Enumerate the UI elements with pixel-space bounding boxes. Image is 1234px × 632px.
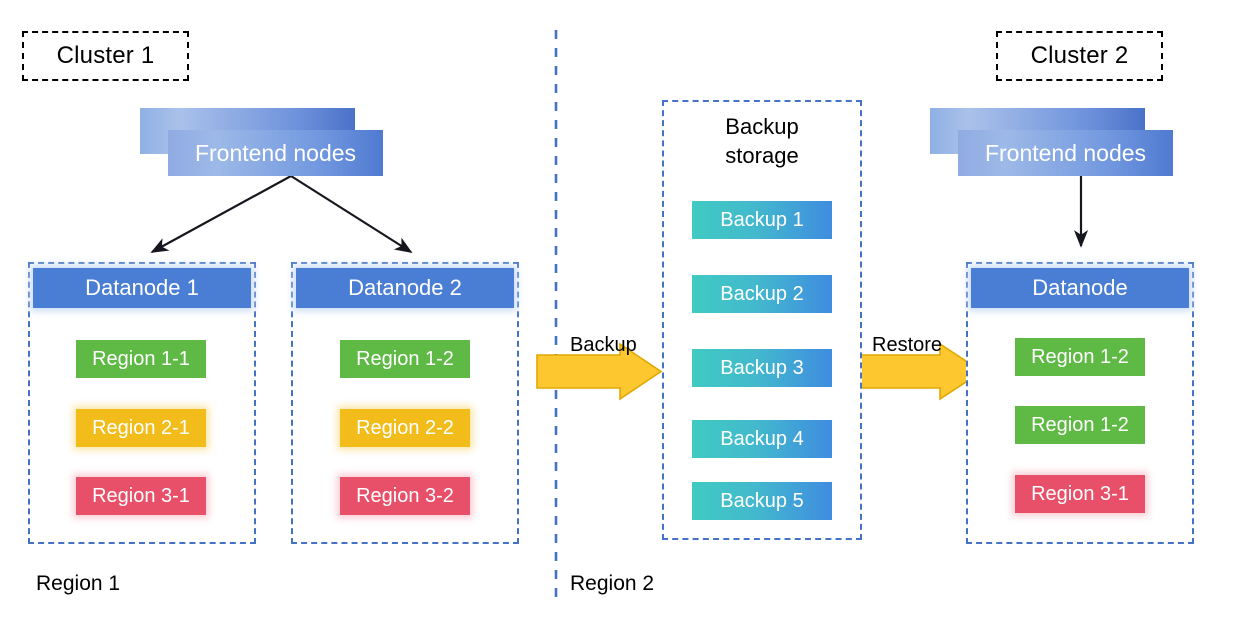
region-label-1-text: Region 1 <box>36 572 121 595</box>
frontend-nodes-card-1-label: Frontend nodes <box>194 139 357 166</box>
datanode-1-region-chip-1: Region 1-1 <box>76 340 206 378</box>
datanode-2-region-chip-2: Region 2-2 <box>340 409 470 447</box>
datanode-1-region-chip-2: Region 2-1 <box>76 409 206 447</box>
backup-storage-title-line-1: Backup <box>725 114 799 139</box>
region-label-2: Region 2 <box>570 572 654 596</box>
datanode-2-region-chip-3: Region 3-2 <box>340 477 470 515</box>
datanode-2-region-chip-3-label: Region 3-2 <box>356 484 454 507</box>
backup-item-2-label: Backup 2 <box>720 282 804 305</box>
backup-flow-label: Backup <box>570 334 637 357</box>
datanode-1-header: Datanode 1 <box>33 268 251 308</box>
cluster-label-2-text: Cluster 2 <box>1030 42 1129 69</box>
datanode-3-header-label: Datanode <box>1032 275 1128 300</box>
datanode-1-header-label: Datanode 1 <box>85 275 199 300</box>
backup-item-2: Backup 2 <box>692 275 832 313</box>
datanode-3-region-chip-3: Region 3-1 <box>1015 475 1145 513</box>
backup-storage-title: Backup storage <box>662 112 862 170</box>
backup-item-1-label: Backup 1 <box>720 208 804 231</box>
datanode-2-region-chip-2-label: Region 2-2 <box>356 416 454 439</box>
datanode-1-region-chip-3: Region 3-1 <box>76 477 206 515</box>
frontend-nodes-card-1: Frontend nodes <box>140 108 390 178</box>
datanode-2-region-chip-1: Region 1-2 <box>340 340 470 378</box>
datanode-2-header-label: Datanode 2 <box>348 275 462 300</box>
backup-item-4: Backup 4 <box>692 420 832 458</box>
backup-flow-label-text: Backup <box>570 334 637 356</box>
connector-frontend-to-datanode-2 <box>290 175 413 253</box>
datanode-3-header: Datanode <box>971 268 1189 308</box>
datanode-2-header: Datanode 2 <box>296 268 514 308</box>
backup-item-3-label: Backup 3 <box>720 356 804 379</box>
datanode-3-region-chip-1: Region 1-2 <box>1015 338 1145 376</box>
backup-item-4-label: Backup 4 <box>720 427 804 450</box>
frontend-nodes-card-2-front-layer: Frontend nodes <box>958 130 1173 176</box>
cluster-label-2: Cluster 2 <box>996 31 1163 81</box>
datanode-3-region-chip-1-label: Region 1-2 <box>1031 345 1129 368</box>
datanode-1-region-chip-3-label: Region 3-1 <box>92 484 190 507</box>
backup-storage-container <box>662 100 862 540</box>
connector-frontend-to-datanode-1 <box>150 175 292 253</box>
backup-item-5: Backup 5 <box>692 482 832 520</box>
datanode-1-region-chip-2-label: Region 2-1 <box>92 416 190 439</box>
backup-item-3: Backup 3 <box>692 349 832 387</box>
backup-item-1: Backup 1 <box>692 201 832 239</box>
backup-item-5-label: Backup 5 <box>720 489 804 512</box>
frontend-nodes-card-2: Frontend nodes <box>930 108 1180 178</box>
cluster-label-1-text: Cluster 1 <box>56 42 155 69</box>
datanode-2-region-chip-1-label: Region 1-2 <box>356 347 454 370</box>
frontend-nodes-card-2-label: Frontend nodes <box>984 139 1147 166</box>
datanode-3-region-chip-2-label: Region 1-2 <box>1031 413 1129 436</box>
restore-flow-label-text: Restore <box>872 334 943 356</box>
restore-flow-label: Restore <box>872 334 942 357</box>
cluster-label-1: Cluster 1 <box>22 31 189 81</box>
region-label-1: Region 1 <box>36 572 120 596</box>
datanode-3-region-chip-2: Region 1-2 <box>1015 406 1145 444</box>
backup-storage-title-line-2: storage <box>725 143 799 169</box>
datanode-1-region-chip-1-label: Region 1-1 <box>92 347 190 370</box>
datanode-3-region-chip-3-label: Region 3-1 <box>1031 482 1129 505</box>
frontend-nodes-card-1-front-layer: Frontend nodes <box>168 130 383 176</box>
region-label-2-text: Region 2 <box>570 572 655 595</box>
